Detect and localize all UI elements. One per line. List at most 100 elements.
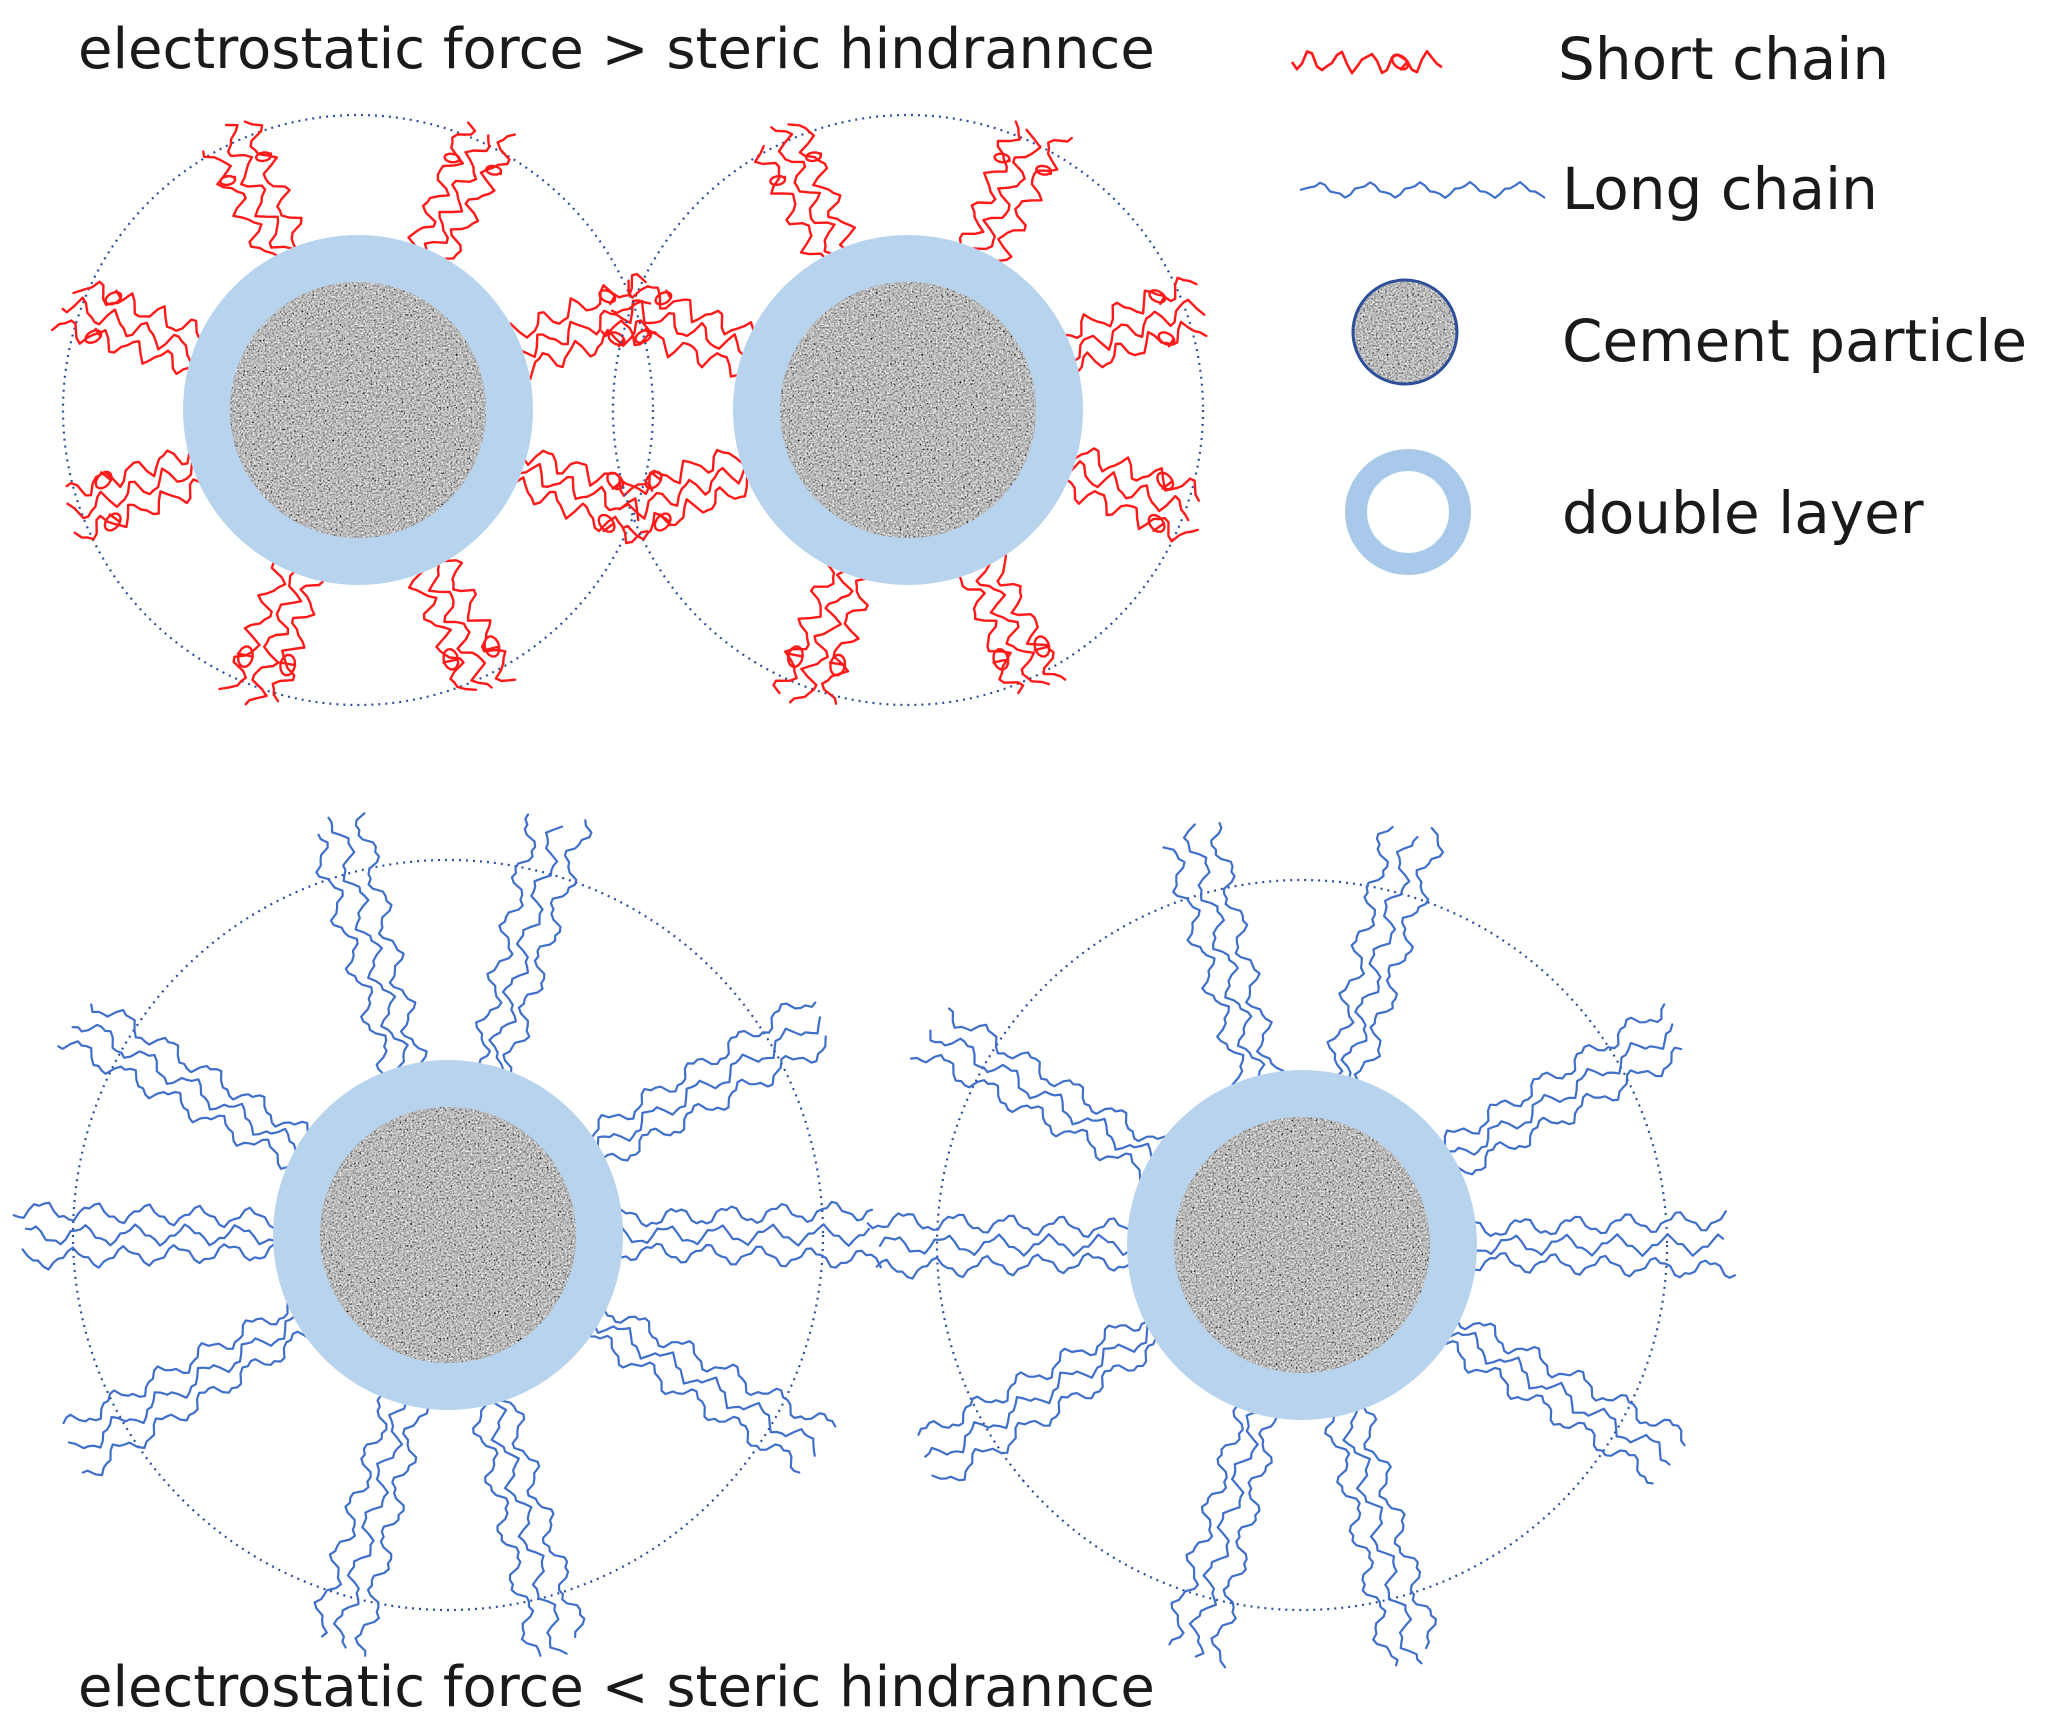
long-chain (1447, 1023, 1674, 1162)
long-chain (472, 1400, 542, 1657)
short-chain (772, 560, 836, 695)
cement-core-texture (1174, 1117, 1430, 1373)
adsorption-boundary-bottom-1 (935, 878, 1669, 1612)
short-chain (787, 123, 856, 252)
long-chain (1326, 825, 1394, 1080)
long-chain (878, 1233, 1135, 1257)
long-chain (488, 825, 564, 1073)
long-chain (615, 1223, 871, 1247)
short-chain (1070, 320, 1208, 373)
legend-short-chain-icon (1290, 50, 1443, 75)
short-chain (788, 567, 854, 704)
long-chain (315, 833, 390, 1078)
long-chain (90, 1003, 312, 1138)
short-chain (515, 299, 652, 359)
long-chain (929, 1029, 1157, 1162)
cement-core-texture (320, 1107, 576, 1363)
long-chain (313, 1392, 390, 1638)
legend-label-short-chain: Short chain (1558, 25, 1890, 93)
adsorption-boundary-bottom-0 (71, 858, 825, 1612)
particle-group-top1 (733, 235, 1083, 585)
long-chain (1454, 1314, 1686, 1447)
adsorption-boundary-top-1 (611, 113, 1205, 707)
long-chain (1469, 1252, 1736, 1279)
cement-core-texture (230, 282, 486, 538)
short-chain (1065, 298, 1206, 362)
short-chain (627, 279, 758, 338)
long-chain (1469, 1233, 1725, 1257)
long-chain (1162, 846, 1245, 1088)
long-chain (1469, 1210, 1727, 1238)
short-chain (1065, 460, 1190, 522)
long-chain (1182, 823, 1266, 1083)
long-chain (1438, 1003, 1666, 1148)
short-chain (224, 123, 294, 258)
long-chain (1168, 1402, 1244, 1646)
short-chain (515, 462, 640, 522)
caption-bottom: electrostatic force < steric hindrannce (78, 1655, 1155, 1720)
short-chain (508, 272, 647, 339)
long-chain (1353, 826, 1445, 1088)
long-chain (12, 1201, 281, 1230)
short-chain (51, 319, 196, 376)
long-chain (1324, 1410, 1399, 1667)
short-chain (600, 319, 746, 378)
short-chain (993, 553, 1067, 681)
long-chain (910, 1054, 1150, 1181)
long-chain (924, 1324, 1157, 1458)
long-chain (354, 812, 428, 1070)
long-chain (917, 1314, 1150, 1436)
short-chain (1058, 276, 1198, 340)
long-chain (327, 816, 409, 1073)
short-chain (975, 562, 1051, 686)
long-chain (931, 1337, 1166, 1482)
long-chain (1342, 1407, 1423, 1665)
caption-top: electrostatic force > steric hindrannce (78, 17, 1155, 82)
long-chain (502, 819, 593, 1078)
long-chain (615, 1242, 882, 1269)
long-chain (1447, 1328, 1671, 1466)
long-chain (1438, 1340, 1654, 1485)
cement-core-texture (780, 282, 1036, 538)
particle-group-top0 (183, 235, 533, 585)
short-chain (243, 120, 305, 252)
long-chain (584, 1001, 817, 1139)
short-chain (73, 478, 208, 541)
short-chain (408, 568, 478, 691)
long-chain (947, 1007, 1166, 1148)
short-chain (427, 562, 493, 689)
short-chain (520, 449, 654, 497)
short-chain (971, 128, 1042, 258)
long-chain (499, 1392, 586, 1639)
long-chain (474, 813, 537, 1070)
long-chain (593, 1016, 822, 1152)
long-chain (866, 1212, 1135, 1238)
short-chain (442, 133, 516, 267)
short-chain (618, 466, 751, 520)
short-chain (770, 126, 838, 258)
long-chain (24, 1223, 281, 1247)
long-chain (1188, 1407, 1260, 1658)
short-chain (72, 280, 208, 340)
short-chain (958, 568, 1025, 695)
short-chain (1070, 447, 1200, 502)
long-chain (1210, 822, 1285, 1080)
short-chain (958, 120, 1021, 252)
short-chain (407, 121, 477, 252)
long-chain (1340, 835, 1419, 1083)
long-chain (875, 1252, 1135, 1280)
short-chain (753, 144, 826, 267)
long-chain (593, 1318, 816, 1457)
legend-double-layer-icon (1345, 449, 1471, 575)
long-chain (600, 1035, 827, 1166)
long-chain (600, 1304, 837, 1428)
particle-group-bot0 (273, 1060, 623, 1410)
short-chain (244, 567, 303, 706)
legend-label-cement-particle: Cement particle (1562, 307, 2028, 375)
adsorption-boundary-top-0 (61, 113, 655, 707)
long-chain (1360, 1402, 1437, 1650)
legend-cement-particle-icon (1351, 278, 1459, 386)
long-chain (584, 1332, 801, 1474)
short-chain (202, 150, 279, 267)
